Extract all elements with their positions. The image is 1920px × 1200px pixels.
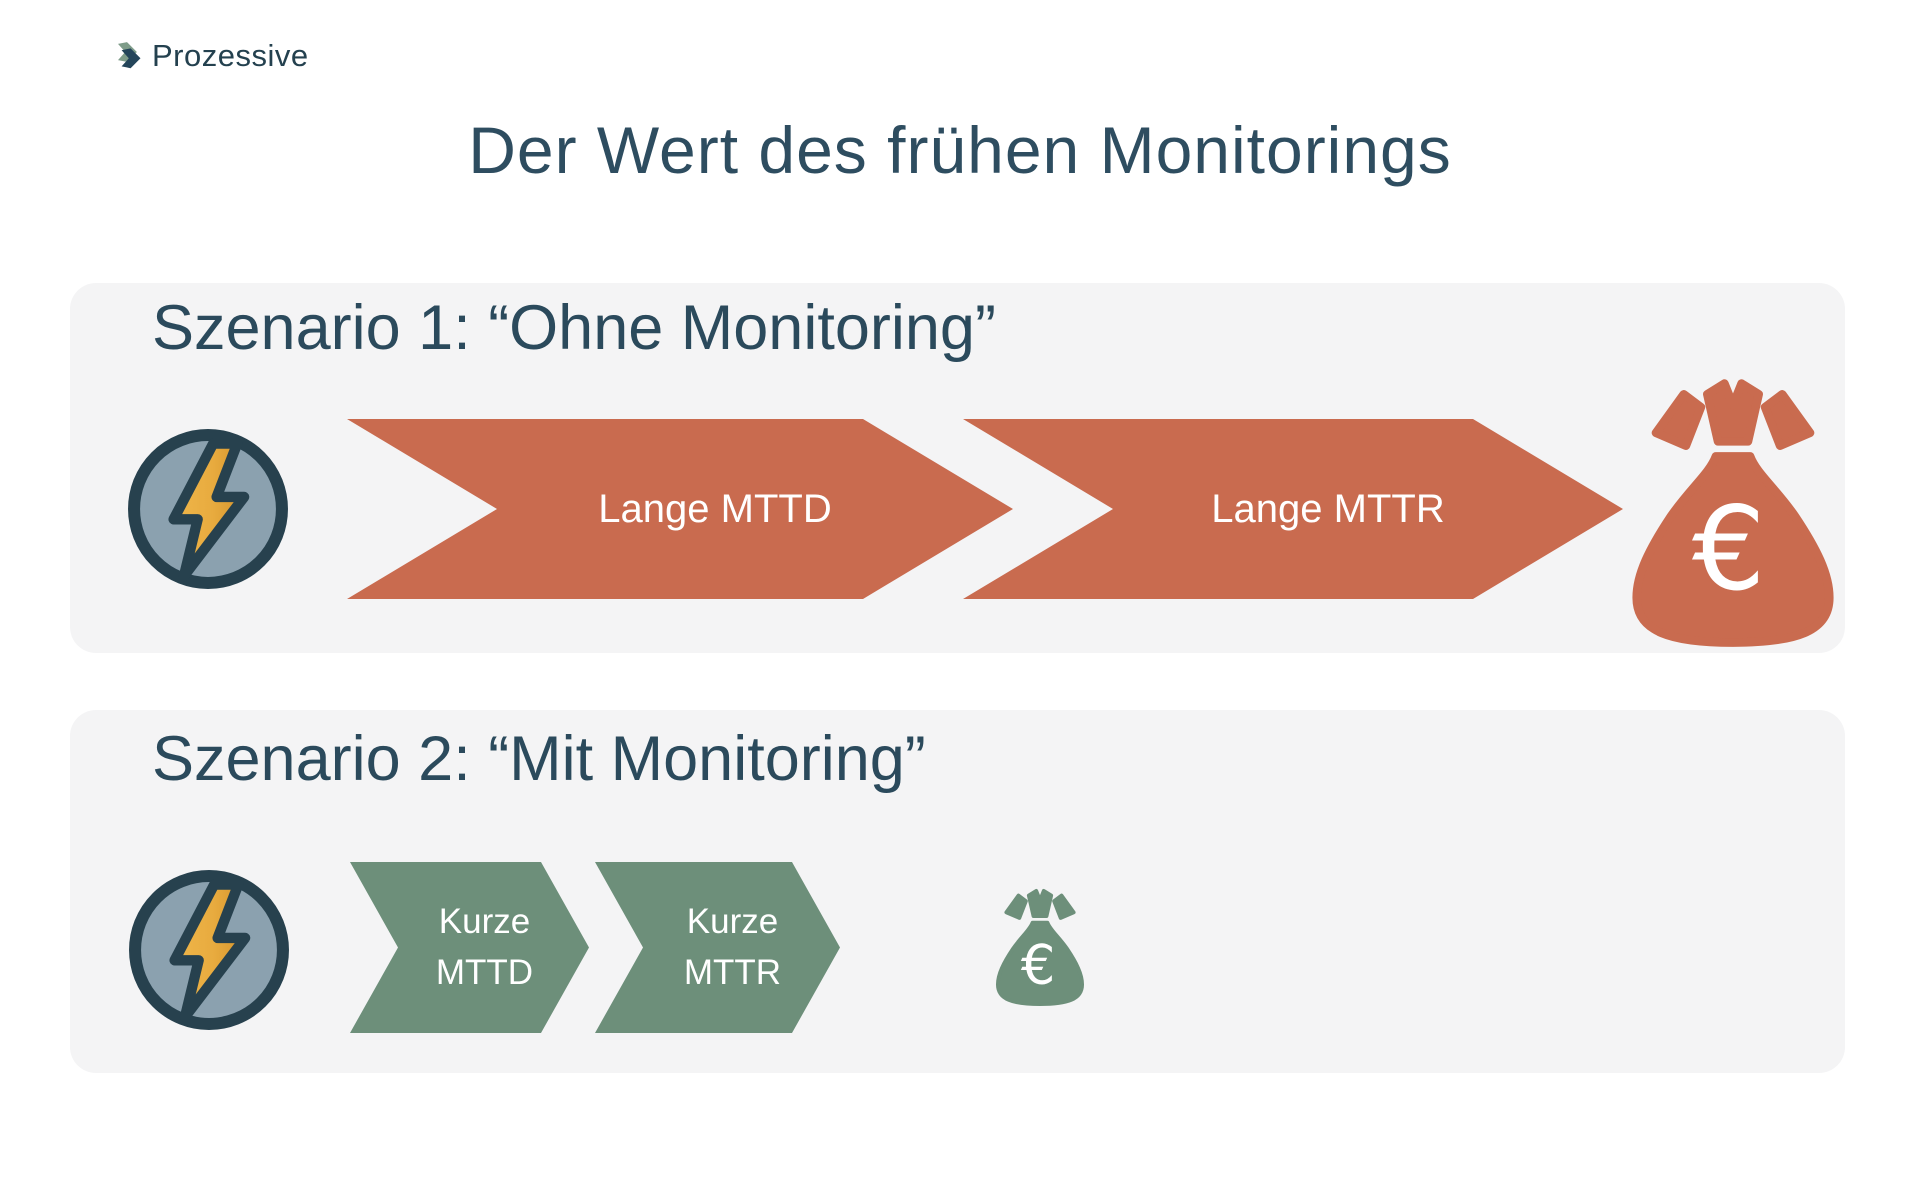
euro-symbol: € (1021, 934, 1056, 997)
money-bag-euro-icon: € (992, 888, 1088, 1006)
logo-text: Prozessive (152, 38, 309, 73)
page-title: Der Wert des frühen Monitorings (468, 113, 1452, 187)
arrow-label: Lange MTTD (598, 486, 832, 531)
process-arrow-long-mttd: Lange MTTD (347, 419, 1013, 599)
arrow-label-line1: Kurze (686, 901, 779, 941)
arrow-label: Lange MTTR (1211, 486, 1445, 531)
arrow-label: Kurze MTTD (436, 897, 533, 999)
process-arrow-short-mttd: Kurze MTTD (350, 862, 589, 1033)
scenario1-heading: Szenario 1: “Ohne Monitoring” (152, 293, 996, 363)
money-bag-euro-icon: € (1626, 376, 1840, 648)
logo: Prozessive (118, 38, 309, 74)
arrow-label: Kurze MTTR (684, 897, 781, 999)
lightning-bolt-icon (122, 423, 294, 595)
scenario2-heading: Szenario 2: “Mit Monitoring” (152, 724, 926, 794)
arrow-label-line1: Kurze (438, 901, 531, 941)
scenario2-panel: Szenario 2: “Mit Monitoring” Kurze MTTD … (70, 710, 1845, 1073)
arrow-label-line2: MTTR (683, 952, 782, 992)
double-chevron-right-icon (118, 41, 141, 68)
scenario1-panel: Szenario 1: “Ohne Monitoring” Lange MTTD… (70, 283, 1845, 653)
process-arrow-short-mttr: Kurze MTTR (595, 862, 840, 1033)
lightning-bolt-icon (123, 864, 295, 1036)
euro-symbol: € (1692, 483, 1766, 617)
arrow-label-line2: MTTD (435, 952, 534, 992)
process-arrow-long-mttr: Lange MTTR (963, 419, 1623, 599)
